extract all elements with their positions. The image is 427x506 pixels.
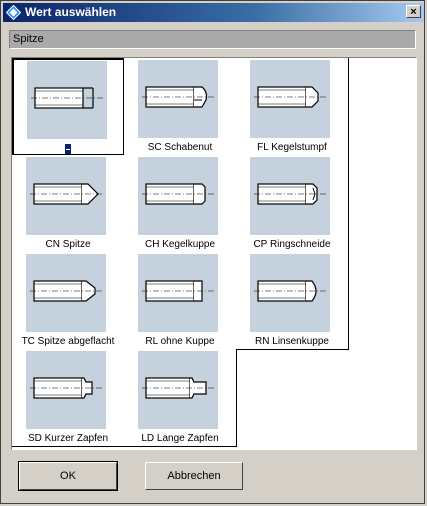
- screw-point-icon: [138, 157, 218, 235]
- option-tile-cup[interactable]: CP Ringschneide: [236, 155, 349, 253]
- ok-button[interactable]: OK: [18, 461, 118, 491]
- option-tile-chamfer[interactable]: CH Kegelkuppe: [124, 155, 237, 253]
- screw-point-icon: [250, 254, 330, 332]
- option-label: TC Spitze abgeflacht: [21, 336, 115, 347]
- option-label: RL ohne Kuppe: [145, 336, 215, 347]
- option-tile-truncated[interactable]: TC Spitze abgeflacht: [12, 252, 125, 350]
- screw-point-icon: [250, 157, 330, 235]
- screw-point-icon: [250, 60, 330, 138]
- option-tile-flat[interactable]: [12, 58, 125, 156]
- option-tile-scoop[interactable]: SC Schabenut: [124, 58, 237, 156]
- option-tile-frustum[interactable]: FL Kegelstumpf: [236, 58, 349, 156]
- option-tile-round[interactable]: RN Linsenkuppe: [236, 252, 349, 350]
- screw-point-icon: [27, 61, 107, 139]
- option-grid: SC Schabenut FL Kegelstumpf CN Spitze CH…: [11, 57, 417, 450]
- option-label: SC Schabenut: [147, 142, 213, 153]
- window-title: Wert auswählen: [25, 5, 117, 19]
- cancel-button[interactable]: Abbrechen: [145, 462, 243, 490]
- option-label: SD Kurzer Zapfen: [27, 433, 109, 444]
- option-label: CP Ringschneide: [253, 239, 331, 250]
- option-tile-long-dog[interactable]: LD Lange Zapfen: [124, 349, 237, 447]
- close-button[interactable]: ×: [406, 5, 421, 18]
- current-value-field: Spitze: [9, 30, 416, 49]
- option-label: LD Lange Zapfen: [141, 433, 219, 444]
- option-label: FL Kegelstumpf: [257, 142, 327, 153]
- screw-point-icon: [138, 351, 218, 429]
- option-label: CH Kegelkuppe: [144, 239, 216, 250]
- screw-point-icon: [26, 157, 106, 235]
- screw-point-icon: [26, 351, 106, 429]
- screw-point-icon: [138, 60, 218, 138]
- option-label: CN Spitze: [45, 239, 91, 250]
- title-bar[interactable]: Wert auswählen ×: [3, 3, 424, 22]
- selection-caret: [65, 144, 71, 154]
- option-label: RN Linsenkuppe: [255, 336, 329, 347]
- option-tile-short-dog[interactable]: SD Kurzer Zapfen: [12, 349, 125, 447]
- option-tile-plain[interactable]: RL ohne Kuppe: [124, 252, 237, 350]
- app-icon: [6, 5, 21, 20]
- option-tile-cone[interactable]: CN Spitze: [12, 155, 125, 253]
- screw-point-icon: [26, 254, 106, 332]
- screw-point-icon: [138, 254, 218, 332]
